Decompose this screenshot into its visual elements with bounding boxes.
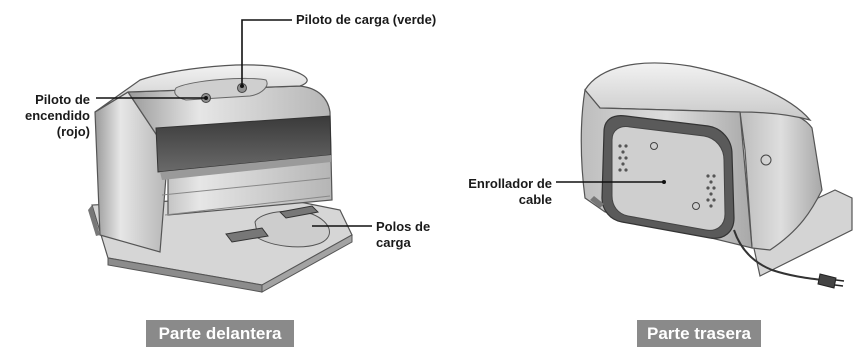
power-light-label-line-3: (rojo)	[56, 124, 90, 139]
charge-light-label: Piloto de carga (verde)	[296, 12, 437, 27]
charge-poles-label: Polos de carga	[376, 219, 430, 251]
rear-view-caption: Parte trasera	[637, 320, 761, 347]
charge-poles-label-line-2: carga	[376, 235, 411, 250]
cable-reel-label: Enrollador de cable	[440, 176, 552, 208]
charge-poles-label-line-1: Polos de	[376, 219, 431, 234]
power-light-label: Piloto de encendido (rojo)	[0, 92, 90, 140]
rear-base-illustration	[580, 62, 853, 289]
front-view-caption: Parte delantera	[146, 320, 294, 347]
power-light-label-line-1: Piloto de	[35, 92, 90, 107]
cable-reel-label-line-1: Enrollador de	[468, 176, 552, 191]
front-leader-lines	[96, 19, 372, 227]
front-base-illustration	[88, 64, 353, 293]
cable-reel-label-line-2: cable	[518, 192, 552, 207]
power-light-label-line-2: encendido	[24, 108, 90, 123]
